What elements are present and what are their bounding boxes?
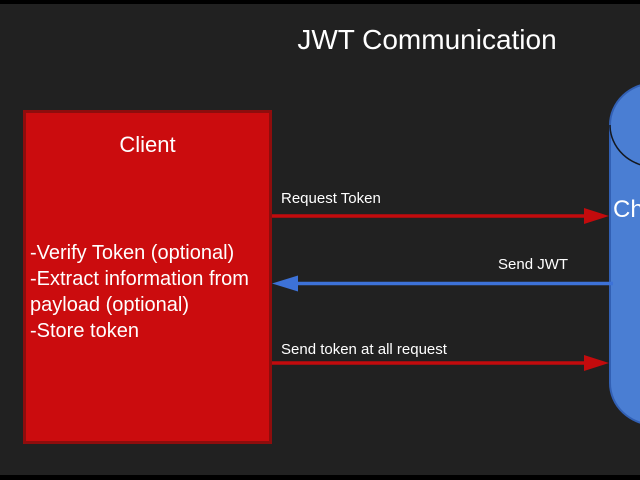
client-note-item: -Extract information from payload (optio… — [30, 268, 249, 316]
send-jwt-arrow — [272, 275, 613, 292]
client-notes-list: -Verify Token (optional) -Extract inform… — [30, 240, 276, 344]
client-box-title: Client — [119, 132, 176, 157]
request-token-label: Request Token — [281, 190, 381, 207]
slide-title: JWT Communication — [297, 24, 557, 55]
client-box-shape — [23, 110, 272, 444]
request-token-arrow — [271, 208, 609, 224]
server-cylinder-shape — [609, 84, 640, 424]
send-token-arrow — [271, 355, 609, 371]
client-note-item: -Verify Token (optional) — [30, 242, 235, 264]
arrow-head-right-icon — [584, 355, 609, 371]
letterbox-bar-top — [0, 0, 640, 4]
cylinder-top-rim — [609, 124, 640, 166]
arrow-head-right-icon — [584, 208, 609, 224]
send-token-label: Send token at all request — [281, 341, 447, 358]
client-note-item: -Store token — [30, 320, 139, 342]
letterbox-bar-bottom — [0, 475, 640, 480]
server-shape-label: Ch — [613, 196, 640, 223]
arrow-head-left-icon — [272, 275, 298, 292]
send-jwt-label: Send JWT — [498, 256, 569, 273]
